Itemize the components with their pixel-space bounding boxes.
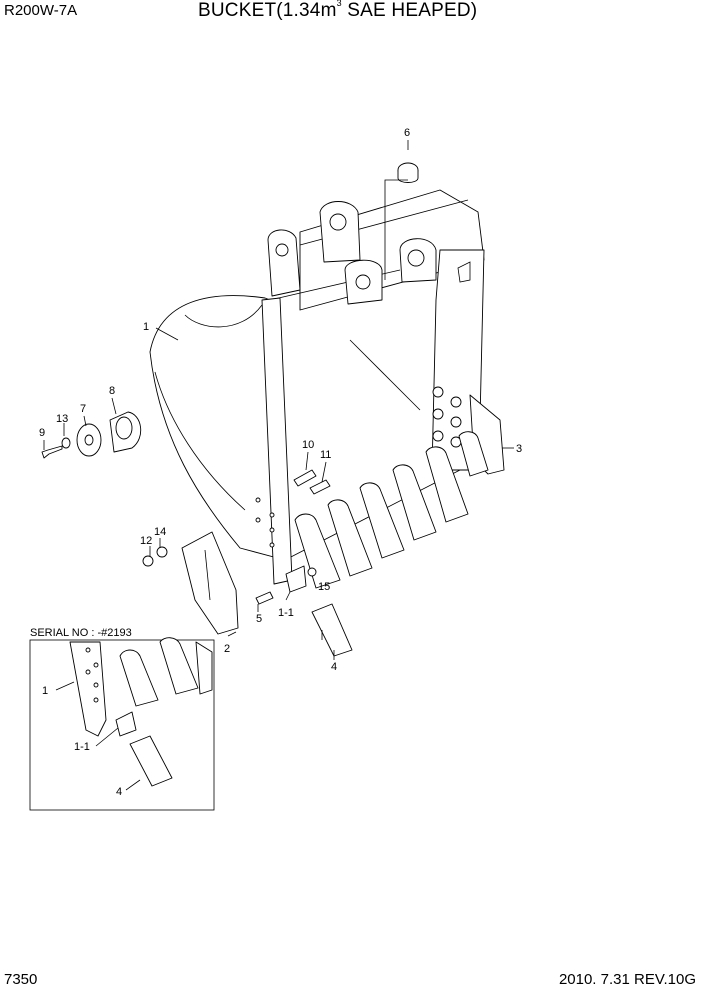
page-number: 7350 [4, 971, 38, 988]
date-revision: 2010. 7.31 REV.10G [558, 971, 696, 988]
title-main: BUCKET(1.34m [198, 0, 337, 21]
callout-14: 14 [154, 526, 166, 538]
callout-12: 12 [140, 535, 152, 547]
title-superscript: 3 [336, 0, 342, 8]
callout-1: 1 [143, 321, 149, 333]
inset-callout-1-1: 1-1 [74, 741, 90, 753]
inset-callout-1: 1 [42, 685, 48, 697]
callout-13: 13 [56, 413, 68, 425]
callout-3: 3 [516, 443, 522, 455]
callout-6: 6 [404, 127, 410, 139]
callout-15: 15 [318, 581, 330, 593]
callout-1-1: 1-1 [278, 607, 294, 619]
callout-5: 5 [256, 613, 262, 625]
inset-callout-4: 4 [116, 786, 122, 798]
serial-number-label: SERIAL NO : -#2193 [30, 627, 132, 639]
model-code: R200W-7A [4, 2, 78, 19]
boss-parts-7-8 [76, 411, 142, 457]
inset-serial-view: 1 1-1 4 [29, 637, 215, 811]
side-cutter-left [181, 531, 239, 635]
leader-lines [43, 140, 514, 660]
bushing-part-6 [397, 162, 419, 183]
callout-10: 10 [302, 439, 314, 451]
callout-7: 7 [80, 403, 86, 415]
page-title: BUCKET(1.34m3 SAE HEAPED) [198, 0, 477, 22]
callout-4: 4 [331, 661, 337, 673]
callout-9: 9 [39, 427, 45, 439]
tooth-row [294, 431, 489, 589]
callout-11: 11 [320, 449, 331, 461]
callout-8: 8 [109, 385, 115, 397]
title-tail: SAE HEAPED) [341, 0, 478, 21]
callout-2: 2 [224, 643, 230, 655]
